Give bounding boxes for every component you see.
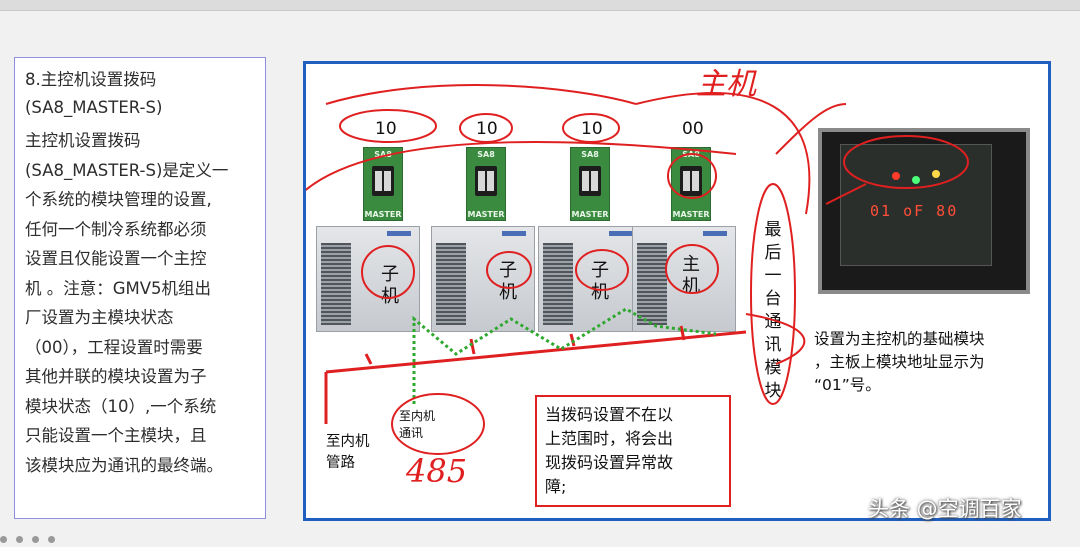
- panel-body-line: 其他并联的模块设置为子: [25, 367, 207, 386]
- pipe-label: 至内机 管路: [326, 432, 370, 474]
- panel-body-line: 主控机设置拨码: [25, 131, 141, 150]
- dip-code-label: 10: [476, 119, 498, 139]
- pipe-label-line: 管路: [326, 455, 355, 471]
- panel-body-line: 机 。注意：GMV5机组出: [25, 278, 212, 298]
- fan-grille: [321, 243, 351, 325]
- unit-label-slave: 子机: [381, 264, 399, 307]
- brand-logo: [502, 231, 526, 236]
- dip-switch: [475, 166, 497, 196]
- pipe-label-line: 至内机: [326, 434, 370, 450]
- dip-switch: [579, 166, 601, 196]
- control-icon[interactable]: [48, 536, 55, 543]
- explanation-panel: 8.主控机设置拨码 (SA8_MASTER-S) 主控机设置拨码 (SA8_MA…: [14, 57, 266, 519]
- warning-line: 上范围时，将会出: [545, 429, 674, 448]
- watermark: 头条 @空调百家: [868, 497, 1022, 521]
- brand-logo: [703, 231, 727, 236]
- display-description-line: ，主板上模块地址显示为: [814, 353, 985, 371]
- panel-title: 8.主控机设置拨码 (SA8_MASTER-S): [25, 66, 257, 122]
- communication-line: [412, 307, 717, 404]
- warning-line: 当拨码设置不在以: [545, 405, 674, 424]
- outdoor-unit: [316, 226, 420, 332]
- indicator-led: [932, 170, 940, 178]
- display-description-line: 设置为主控机的基础模块: [814, 330, 985, 348]
- board-label-sa8: SA8: [477, 150, 495, 159]
- panel-body-line: 只能设置一个主模块，且: [25, 426, 207, 445]
- bottom-control-icons: [0, 528, 64, 547]
- board-label-master: MASTER: [672, 210, 710, 219]
- outdoor-unit: [431, 226, 535, 332]
- dip-switch: [372, 166, 394, 196]
- unit-label-slave: 子机: [591, 260, 609, 303]
- comm-label-line: 通讯: [399, 426, 424, 440]
- brand-logo: [387, 231, 411, 236]
- panel-body: 主控机设置拨码 (SA8_MASTER-S)是定义一 个系统的模块管理的设置, …: [25, 126, 257, 480]
- outdoor-unit: [632, 226, 736, 332]
- panel-title-line2: (SA8_MASTER-S): [25, 98, 163, 117]
- dip-switch-board: SA8 MASTER: [466, 147, 506, 221]
- fan-grille: [543, 243, 573, 325]
- last-module-note: 最后一台通讯模块: [764, 220, 782, 401]
- display-panel: [840, 144, 992, 266]
- dip-switch-board: SA8 MASTER: [363, 147, 403, 221]
- dip-switch: [680, 166, 702, 196]
- panel-body-line: 该模块应为通讯的最终端。: [25, 455, 223, 475]
- refrigerant-pipes: [324, 325, 747, 424]
- indicator-led: [912, 176, 920, 184]
- panel-title-line1: 8.主控机设置拨码: [25, 70, 157, 89]
- board-label-master: MASTER: [364, 210, 402, 219]
- dip-code-label: 10: [581, 119, 603, 139]
- panel-body-line: 任何一个制冷系统都必须: [25, 219, 207, 239]
- fan-grille: [637, 243, 667, 325]
- handwritten-master-note: 主机: [696, 67, 757, 102]
- comm-label: 至内机 通讯: [399, 408, 435, 442]
- annotation-layer: 主机 485: [306, 67, 969, 490]
- warning-line: 现拨码设置异常故: [545, 453, 674, 472]
- dip-code-label: 10: [375, 119, 397, 139]
- panel-body-line: 个系统的模块管理的设置,: [25, 190, 212, 209]
- board-label-sa8: SA8: [581, 150, 599, 159]
- panel-body-line: 厂设置为主模块状态: [25, 308, 174, 327]
- brand-logo: [609, 231, 633, 236]
- display-description-line: “01”号。: [814, 376, 881, 394]
- comm-label-line: 至内机: [399, 409, 436, 423]
- board-label-sa8: SA8: [374, 150, 392, 159]
- top-toolbar-strip: [0, 0, 1080, 11]
- board-label-master: MASTER: [467, 210, 505, 219]
- panel-body-line: （00），工程设置时需要: [25, 337, 203, 357]
- board-label-master: MASTER: [571, 210, 609, 219]
- panel-body-line: 模块状态（10）,一个系统: [25, 396, 217, 416]
- control-icon[interactable]: [32, 536, 39, 543]
- panel-body-line: (SA8_MASTER-S)是定义一: [25, 160, 229, 180]
- hand-annotations: [306, 84, 969, 455]
- panel-body-line: 设置且仅能设置一个主控: [25, 249, 207, 268]
- module-address-digits: 01 oF 80: [870, 202, 959, 220]
- warning-box: 当拨码设置不在以 上范围时，将会出 现拨码设置异常故 障;: [535, 395, 731, 507]
- control-icon[interactable]: [0, 536, 7, 543]
- display-description: 设置为主控机的基础模块 ，主板上模块地址显示为 “01”号。: [814, 328, 985, 397]
- diagram-frame: 10 10 10 00 SA8 MASTER SA8 MASTER SA8 MA…: [303, 61, 1051, 521]
- warning-line: 障;: [545, 477, 567, 496]
- mainboard-display-photo: 01 oF 80: [818, 128, 1030, 294]
- handwritten-485-note: 485: [405, 452, 467, 490]
- fan-grille: [436, 243, 466, 325]
- control-icon[interactable]: [16, 536, 23, 543]
- dip-code-label: 00: [682, 119, 704, 139]
- indicator-led: [892, 172, 900, 180]
- dip-switch-board: SA8 MASTER: [570, 147, 610, 221]
